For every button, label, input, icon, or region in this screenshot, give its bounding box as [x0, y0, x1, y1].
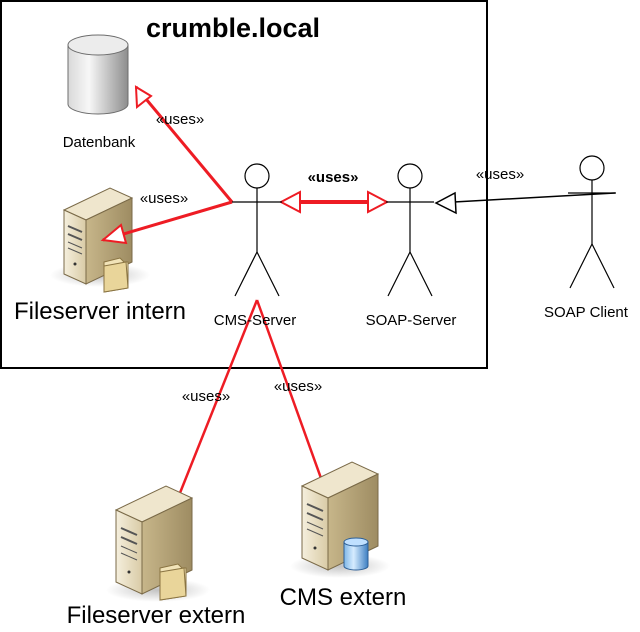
cms-server-label: CMS-Server	[214, 312, 297, 329]
uses-line-cms-datenbank	[134, 86, 234, 203]
database-icon	[67, 34, 129, 115]
uses-label-fileserver-intern: «uses»	[140, 190, 188, 207]
uses-label-cms-extern: «uses»	[274, 378, 322, 395]
cms-server-actor-icon	[232, 163, 282, 297]
boundary-box	[0, 0, 488, 369]
cms-extern-icon	[290, 461, 390, 578]
soap-server-actor-icon	[386, 163, 434, 297]
fileserver-intern-label: Fileserver intern	[14, 298, 186, 325]
arrowhead-fileserver-intern	[100, 223, 128, 245]
arrowhead-datenbank	[134, 85, 153, 109]
fileserver-intern-icon	[50, 187, 150, 293]
uses-line-cms-fileserver-intern	[102, 200, 233, 242]
fileserver-extern-label: Fileserver extern	[67, 602, 246, 629]
soap-server-label: SOAP-Server	[366, 312, 457, 329]
soap-client-label: SOAP Client	[544, 304, 629, 321]
arrowhead-soap-end	[367, 190, 390, 214]
relation-client-soap	[434, 191, 616, 215]
uses-label-cms-soap: «uses»	[308, 169, 359, 186]
datenbank-label: Datenbank	[63, 134, 136, 151]
arrowhead-cms-end	[278, 190, 301, 214]
soap-client-actor-icon	[568, 155, 616, 289]
uses-label-fileserver-extern: «uses»	[182, 388, 230, 405]
boundary-title: crumble.local	[146, 13, 320, 43]
uses-label-client-soap: «uses»	[476, 166, 524, 183]
uses-label-datenbank: «uses»	[156, 111, 204, 128]
cms-extern-label: CMS extern	[280, 584, 407, 611]
fileserver-extern-icon	[106, 485, 210, 602]
